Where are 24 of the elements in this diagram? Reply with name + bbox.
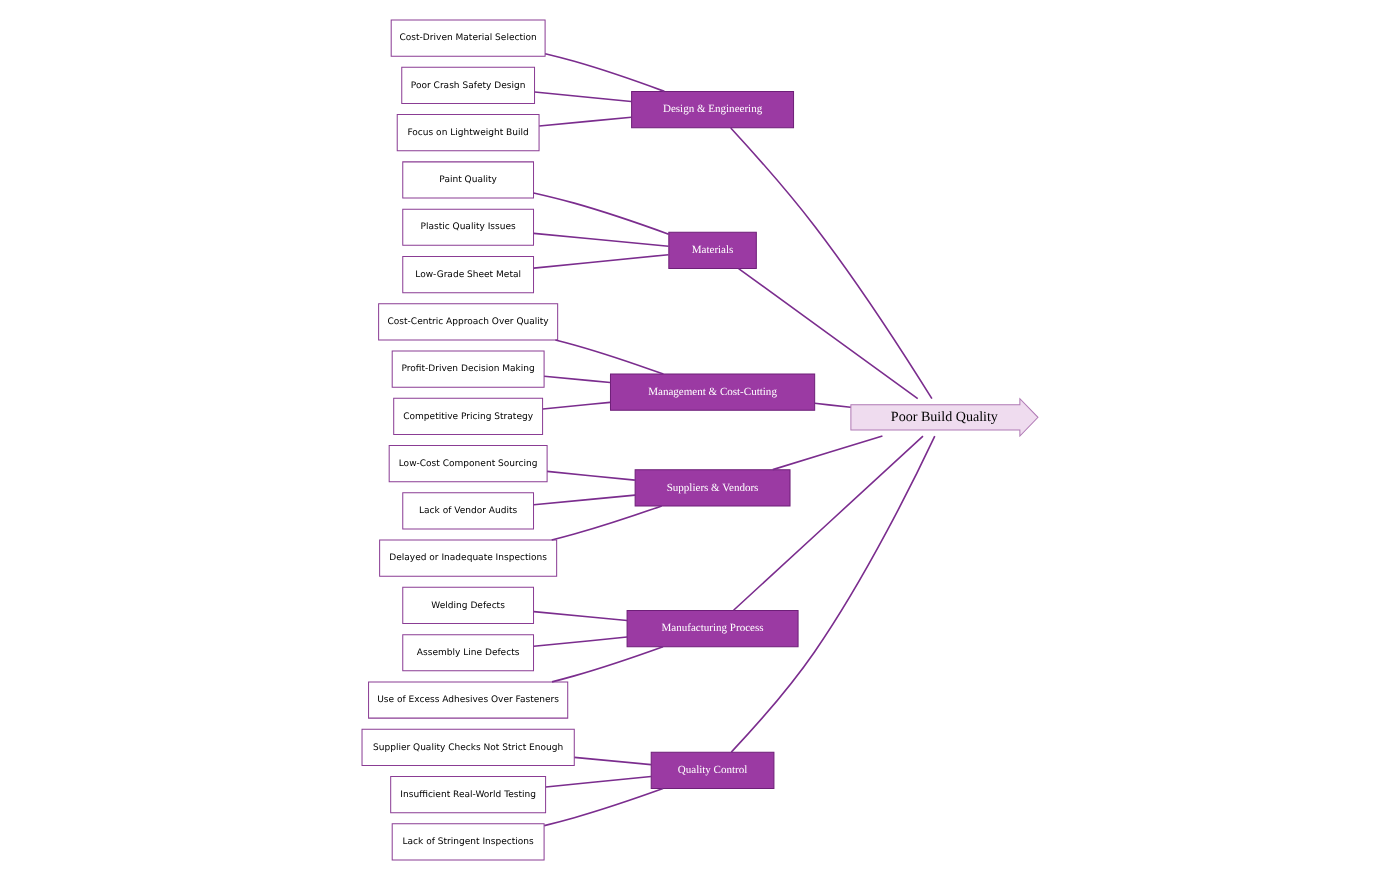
connector [737,267,919,400]
connector [538,116,633,127]
connector [533,610,628,622]
connector [542,401,611,410]
connector [543,375,611,384]
connector [544,52,666,93]
connector [533,636,628,648]
connector [551,645,664,683]
connector [771,435,884,471]
connector [554,339,665,375]
connector [550,505,663,541]
connector [533,494,636,506]
connector [533,232,670,248]
connector [533,253,670,269]
connector [532,192,670,235]
connector [545,775,652,788]
connector [543,787,664,827]
connector [546,470,636,481]
connector [573,756,652,766]
connector [813,402,852,408]
connector [533,91,632,103]
connector [729,127,933,400]
connector [732,435,924,612]
connector [730,435,936,753]
